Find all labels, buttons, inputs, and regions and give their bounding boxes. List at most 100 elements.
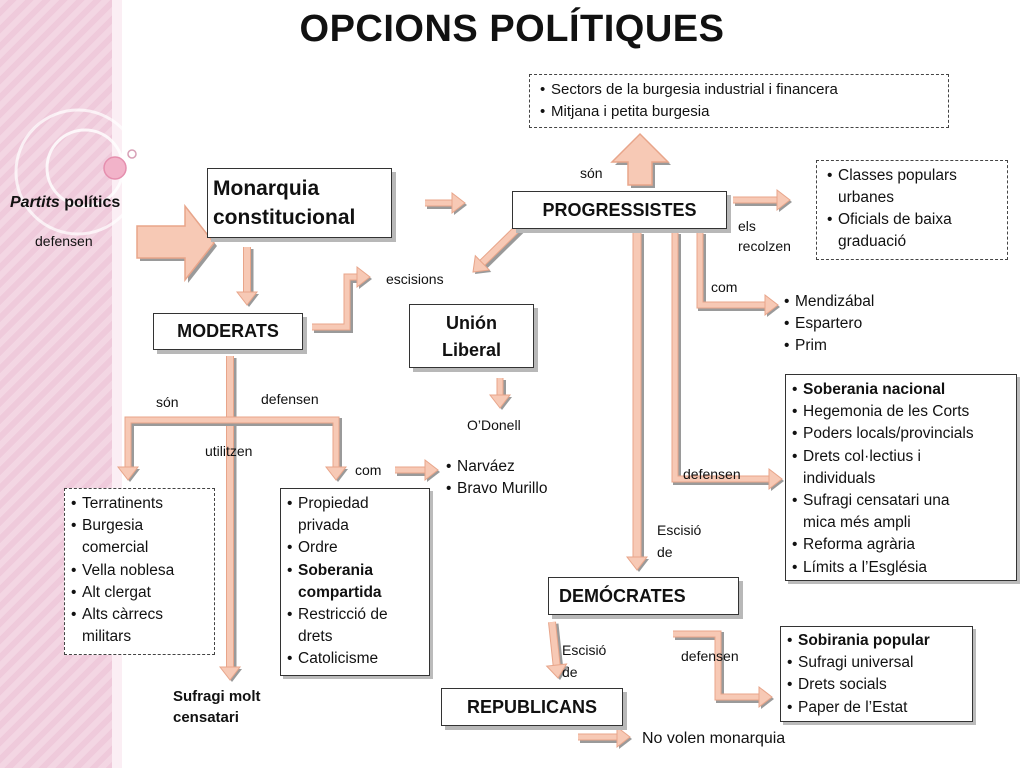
arrow-monarquia-progressistes-head: [451, 191, 466, 215]
list-item-line: privada: [298, 517, 349, 535]
arrow-democrates-republicans-head: [545, 663, 568, 679]
decorative-rings: [14, 108, 142, 236]
mod-ideas-list: PropiedadprivadaOrdreSoberaniacompartida…: [281, 489, 429, 671]
list-item: Paper de l’Estat: [787, 697, 968, 719]
union-liberal-box: Unión Liberal: [409, 304, 534, 368]
list-item-line: drets: [298, 628, 333, 646]
arrow-union-odonnell-head: [488, 394, 512, 409]
list-item-line: Poders locals/provincials: [803, 425, 974, 443]
progressistes-box: PROGRESSISTES: [512, 191, 727, 229]
democrates-box: DEMÓCRATES: [548, 577, 739, 615]
arrow-democrates-republicans: [549, 621, 560, 666]
partits-politics-label: Partits polítics: [10, 193, 120, 212]
burgesia-list: Sectors de la burgesia industrial i fina…: [530, 75, 948, 127]
list-item-line: Reforma agrària: [803, 536, 915, 554]
odonnell-label: O’Donell: [467, 417, 521, 433]
monarquia-box: Monarquia constitucional: [207, 168, 392, 238]
son-top-label: són: [580, 165, 603, 181]
list-item: Alt clergat: [71, 582, 210, 604]
list-item-line: Sufragi universal: [798, 654, 914, 672]
list-item: Narváez: [446, 456, 547, 478]
page-title: OPCIONS POLÍTIQUES: [299, 8, 725, 50]
prog-leaders-list: Mendizábal Espartero Prim: [780, 287, 878, 361]
arrow-moderats-ideas: [230, 417, 339, 467]
arrow-progressistes-union: [480, 223, 523, 266]
list-item: Restricció de drets: [287, 604, 425, 648]
prog-ideas-list: Soberania nacionalHegemonia de les Corts…: [786, 375, 1016, 579]
arrow-progressistes-democrates-head: [625, 556, 649, 571]
arrow-progressistes-leaders: [697, 232, 765, 308]
union-line-2: Liberal: [441, 340, 502, 360]
list-item-line: Sobirania popular: [798, 632, 930, 649]
list-item: Soberania nacional: [792, 379, 1012, 401]
arrow-monarquia-moderats-head: [235, 291, 259, 306]
list-item-line: Restricció de: [298, 606, 388, 624]
list-item-line: Soberania nacional: [803, 381, 946, 398]
prog-ideas-box: Soberania nacionalHegemonia de les Corts…: [785, 374, 1017, 581]
list-item: Drets socials: [787, 674, 968, 696]
arrow-democrates-ideas-head: [758, 685, 773, 709]
arrow-progressistes-ideas-outline: [671, 232, 769, 483]
classes-item-1-line-1: Classes populars: [838, 167, 957, 184]
com-mod-label: com: [355, 462, 382, 478]
arrow-moderats-escisions-shadow: [314, 275, 359, 333]
list-item: Vella noblesa: [71, 560, 210, 582]
sufragi-molt-line-2: censatari: [173, 709, 239, 726]
mod-ideas-box: PropiedadprivadaOrdreSoberaniacompartida…: [280, 488, 430, 676]
recolzen-word: recolzen: [738, 238, 791, 254]
list-item: Prim: [784, 335, 874, 357]
sufragi-molt-label: Sufragi molt censatari: [173, 686, 261, 728]
list-item-line: Propiedad: [298, 495, 369, 512]
escisio-2-de: de: [562, 664, 578, 680]
union-line-1: Unión: [446, 313, 497, 333]
arrow-layer: [116, 132, 792, 749]
list-item: Poders locals/provincials: [792, 423, 1012, 445]
escisio-2-word: Escisió: [562, 642, 607, 658]
list-item-line: Hegemonia de les Corts: [803, 403, 970, 421]
list-item-line: Alts càrrecs: [82, 606, 163, 624]
classes-item-1-line-2: urbanes: [838, 189, 895, 206]
list-item-line: individuals: [803, 469, 876, 487]
arrow-moderats-social-head: [116, 466, 140, 481]
arrow-progressistes-ideas: [672, 232, 769, 482]
list-item-line: Terratinents: [82, 495, 163, 512]
list-item: Classes populars urbanes: [827, 165, 999, 209]
son-mod-label: són: [156, 394, 179, 410]
arrow-moderats-sufragi-head: [218, 666, 242, 681]
arrow-progressistes-ideas-shadow: [673, 234, 771, 485]
arrow-com-leaders-head: [424, 458, 439, 482]
list-item-line: Burgesia: [82, 517, 144, 535]
list-item-line: militars: [82, 628, 132, 646]
arrow-moderats-social: [125, 417, 230, 467]
list-item: Bravo Murillo: [446, 478, 547, 500]
list-item-line: Alt clergat: [82, 583, 151, 601]
list-item: Sufragi universal: [787, 652, 968, 674]
monarquia-line-2: constitucional: [213, 206, 356, 229]
arrow-progressistes-ideas-head: [768, 467, 783, 491]
escisio-1-de: de: [657, 544, 673, 560]
list-item: Mitjana i petita burgesia: [540, 101, 940, 123]
list-item-line: compartida: [298, 583, 382, 601]
list-item-line: Catolicisme: [298, 650, 379, 668]
escisio-2-label: Escisió de: [562, 639, 606, 683]
classes-list: Classes populars urbanes Oficials de baix…: [817, 161, 1007, 257]
arrow-moderats-ideas-head: [324, 466, 348, 481]
com-prog-label: com: [711, 279, 738, 295]
defensen-dem-label: defensen: [681, 648, 739, 664]
mod-leaders-list: Narváez Bravo Murillo: [442, 452, 551, 504]
arrow-moderats-escisions: [312, 274, 357, 330]
list-item: Sectors de la burgesia industrial i fina…: [540, 79, 940, 101]
list-item-line: comercial: [82, 539, 149, 557]
list-item: Catolicisme: [287, 648, 425, 670]
sufragi-molt-line-1: Sufragi molt: [173, 688, 261, 705]
mod-social-box: TerratinentsBurgesia comercialVella noble…: [64, 488, 215, 655]
list-item: Hegemonia de les Corts: [792, 401, 1012, 423]
list-item: Soberania compartida: [287, 560, 425, 604]
list-item-line: Soberania: [298, 561, 373, 579]
list-item: Alts càrrecs militars: [71, 604, 210, 648]
arrow-progressistes-union-head: [472, 254, 491, 273]
list-item-line: mica més ampli: [803, 514, 911, 532]
list-item: Propiedad privada: [287, 493, 425, 537]
